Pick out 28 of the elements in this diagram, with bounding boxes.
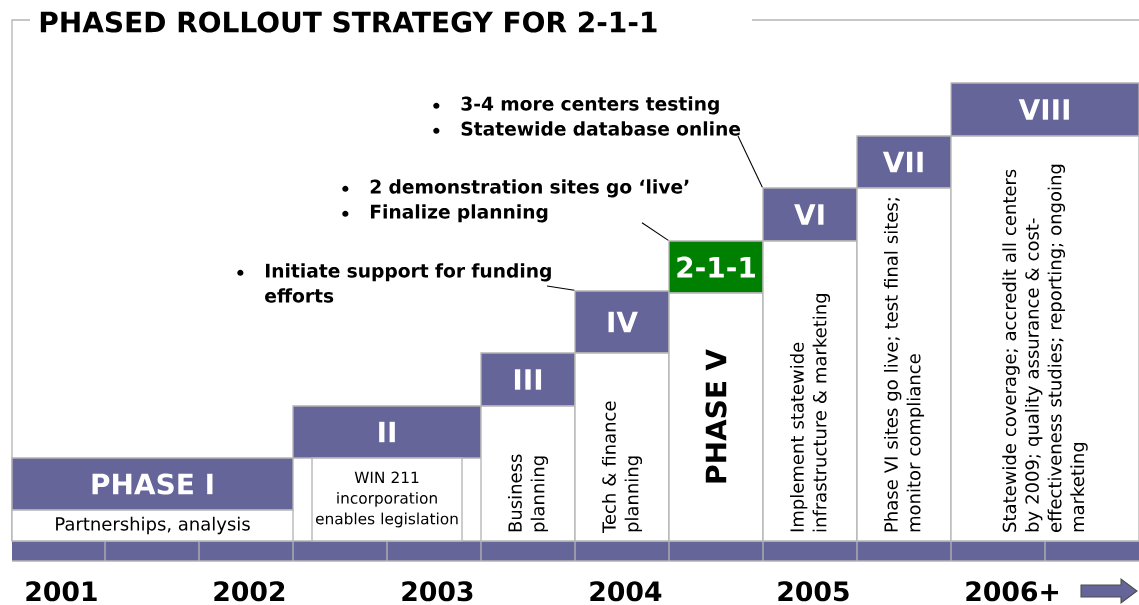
year-label: 2006+	[966, 581, 1058, 602]
description-cell: Partnerships, analysis	[11, 509, 294, 542]
leader-line	[546, 285, 575, 291]
phase-box: IV	[574, 290, 670, 354]
leader-line	[641, 222, 669, 241]
phase-box: VI	[762, 187, 858, 242]
year-label: 2005	[778, 581, 849, 602]
title: PHASED ROLLOUT STRATEGY FOR 2-1-1	[40, 11, 657, 33]
description-cell: WIN 211 incorporation enables legislation	[311, 457, 463, 542]
year-label: 2001	[26, 581, 97, 602]
description-cell: Implement statewide infrastructure & marketing	[762, 240, 858, 542]
year-label: 2004	[590, 581, 662, 602]
phase-box: 2-1-1	[668, 240, 764, 294]
leader-line	[737, 135, 763, 188]
callout-text: 2 demonstration sites go ‘live’ Finalize planning	[342, 179, 689, 223]
phase-box: PHASE I	[11, 457, 294, 511]
description-cell: PHASE V	[668, 292, 764, 542]
callout-text: Initiate support for funding efforts	[237, 263, 551, 303]
callout-text: 3-4 more centers testing Statewide database online	[433, 96, 741, 136]
phase-box: VIII	[950, 82, 1139, 137]
description-cell: Phase VI sites go live; test final sites; monitor compliance	[856, 187, 952, 542]
year-label: 2002	[214, 581, 285, 602]
phase-box: VII	[856, 135, 952, 189]
phase-box: III	[480, 352, 576, 407]
year-label: 2003	[402, 581, 473, 602]
phase-box: II	[292, 405, 482, 459]
description-cell: Tech & finance planning	[574, 352, 670, 542]
description-cell: Business planning	[480, 405, 576, 542]
